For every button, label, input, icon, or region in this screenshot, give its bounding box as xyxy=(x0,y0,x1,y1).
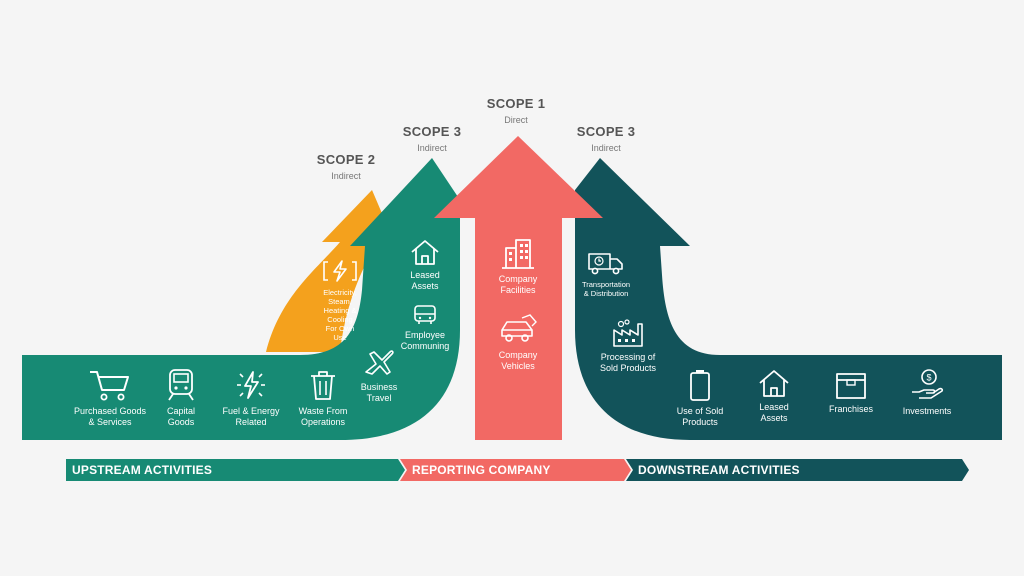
scope1-heading: SCOPE 1 Direct xyxy=(456,96,576,125)
scope3-item-leased-assets: Leased Assets xyxy=(390,238,460,292)
scope3-item-label: Transportation & Distribution xyxy=(581,280,631,298)
battery-icon xyxy=(690,370,710,401)
reporting-band xyxy=(400,459,631,481)
scope3-upstream-subtitle: Indirect xyxy=(417,143,447,153)
downstream-item-use-of-sold-products: Use of Sold Products xyxy=(666,368,734,428)
scope1-item-label: Company Vehicles xyxy=(498,350,538,371)
upstream-item-label: Business Travel xyxy=(360,382,398,403)
house-icon xyxy=(759,370,789,397)
scope3-item-processing: Processing of Sold Products xyxy=(588,318,668,374)
scope1-title: SCOPE 1 xyxy=(486,96,546,111)
scope3-downstream-subtitle: Indirect xyxy=(591,143,621,153)
car-icon xyxy=(501,314,537,342)
scope3-downstream-heading: SCOPE 3 Indirect xyxy=(546,124,666,153)
scope3-downstream-arrow xyxy=(575,158,1002,440)
upstream-item-fuel-energy: Fuel & Energy Related xyxy=(216,368,286,428)
scope3-item-transportation: Transportation & Distribution xyxy=(570,250,642,298)
buildings-icon xyxy=(502,239,534,269)
upstream-item-label: Purchased Goods & Services xyxy=(73,406,147,427)
scope2-item-electricity: Electricity, Steam, Heating & Cooling Fo… xyxy=(308,258,372,342)
scope1-subtitle: Direct xyxy=(504,115,528,125)
lightning-icon xyxy=(237,371,265,399)
upstream-item-capital-goods: Capital Goods xyxy=(152,368,210,428)
scope2-title: SCOPE 2 xyxy=(316,152,376,167)
bus-icon xyxy=(414,305,436,324)
downstream-band-label: DOWNSTREAM ACTIVITIES xyxy=(638,463,800,477)
train-icon xyxy=(168,369,194,401)
money-hand-icon: $ xyxy=(912,369,944,399)
truck-icon xyxy=(588,253,623,275)
shopping-cart-icon xyxy=(90,371,129,401)
downstream-item-franchises: Franchises xyxy=(818,368,884,415)
reporting-band-label: REPORTING COMPANY xyxy=(412,463,551,477)
airplane-icon xyxy=(365,350,394,375)
scope3-upstream-heading: SCOPE 3 Indirect xyxy=(372,124,492,153)
electricity-icon xyxy=(323,260,357,282)
scope3-item-label: Leased Assets xyxy=(410,270,440,291)
scope2-heading: SCOPE 2 Indirect xyxy=(286,152,406,181)
scope3-downstream-title: SCOPE 3 xyxy=(576,124,636,139)
house-icon xyxy=(411,240,439,265)
upstream-band-label: UPSTREAM ACTIVITIES xyxy=(72,463,213,477)
upstream-band xyxy=(66,459,405,481)
factory-icon xyxy=(613,319,643,347)
upstream-item-purchased-goods: Purchased Goods & Services xyxy=(66,368,154,428)
downstream-item-label: Leased Assets xyxy=(759,402,789,423)
upstream-item-label: Waste From Operations xyxy=(298,406,348,427)
scope2-subtitle: Indirect xyxy=(331,171,361,181)
upstream-item-business-travel: Business Travel xyxy=(348,346,410,404)
downstream-item-leased-assets: Leased Assets xyxy=(742,368,806,424)
downstream-item-label: Investments xyxy=(902,406,952,416)
trash-icon xyxy=(311,371,335,400)
downstream-item-label: Franchises xyxy=(828,404,873,414)
scope1-item-facilities: Company Facilities xyxy=(482,236,554,296)
upstream-item-label: Capital Goods xyxy=(166,406,195,427)
downstream-item-investments: $ Investments xyxy=(894,368,960,417)
upstream-item-waste: Waste From Operations xyxy=(288,368,358,428)
scope3-item-employee-commuting: Employee Communing xyxy=(390,304,460,352)
downstream-item-label: Use of Sold Products xyxy=(676,406,724,427)
scope1-item-label: Company Facilities xyxy=(498,274,538,295)
scope3-upstream-arrow xyxy=(22,158,460,440)
scope3-item-label: Employee Communing xyxy=(400,330,450,351)
scope2-item-label: Electricity, Steam, Heating & Cooling Fo… xyxy=(323,288,357,342)
scope3-upstream-title: SCOPE 3 xyxy=(402,124,462,139)
scope3-item-label: Processing of Sold Products xyxy=(599,352,657,373)
upstream-item-label: Fuel & Energy Related xyxy=(222,406,280,427)
downstream-band xyxy=(626,459,969,481)
box-icon xyxy=(836,373,866,399)
scope1-item-vehicles: Company Vehicles xyxy=(482,312,554,372)
scope1-arrow xyxy=(434,136,603,440)
scope2-arrow xyxy=(266,190,396,352)
svg-text:$: $ xyxy=(926,373,931,383)
